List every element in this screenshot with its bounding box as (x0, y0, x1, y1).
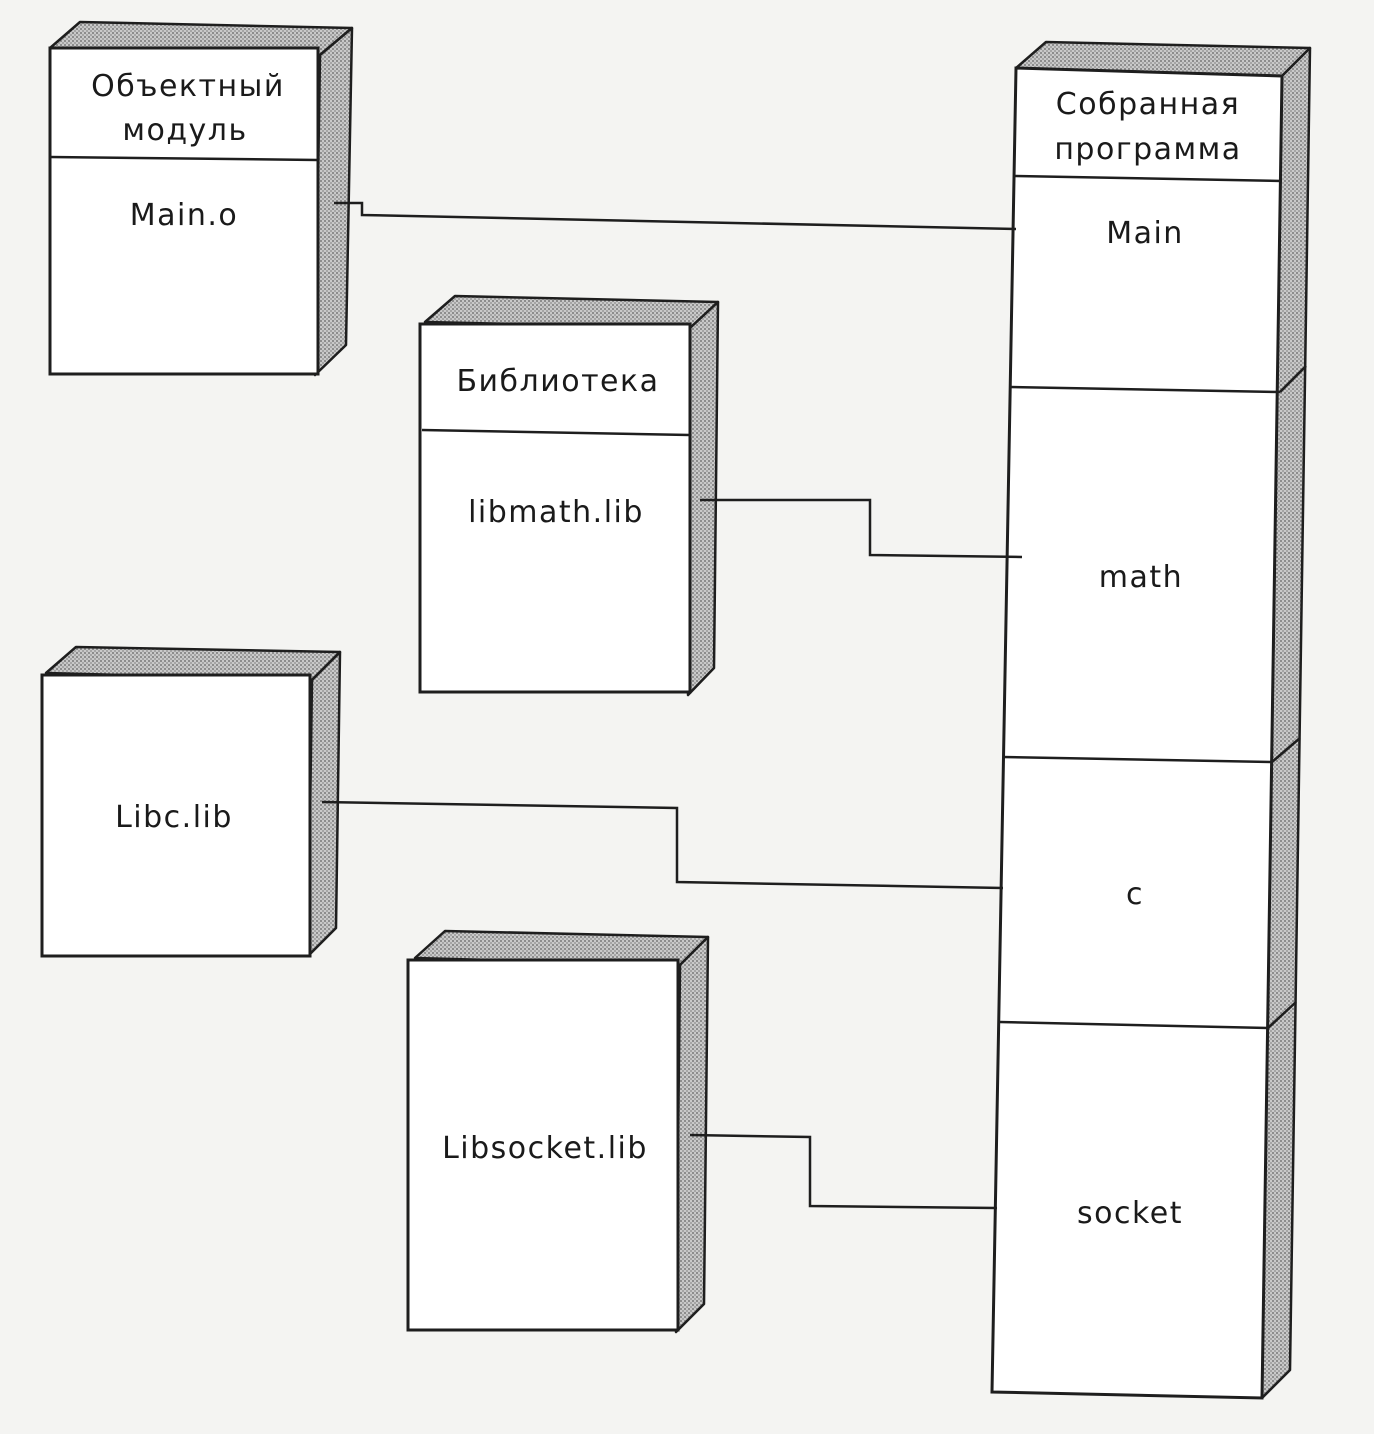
connector-libmath-to-math[interactable] (700, 498, 1023, 559)
assembled-program-stereotype-line1: Собранная (1056, 87, 1240, 122)
libsocket-node[interactable]: Libsocket.lib (406, 929, 710, 1334)
object-module-divider (49, 155, 319, 162)
assembled-program-header-divider (1014, 174, 1283, 183)
connector-main-o-to-main[interactable] (334, 201, 1017, 231)
section-c-label: c (1126, 877, 1144, 912)
section-math-label: math (1099, 560, 1183, 595)
object-module-node-side (313, 26, 354, 377)
library-stereotype: Библиотека (456, 364, 659, 399)
object-module-stereotype-line2: модуль (122, 113, 247, 148)
connector-libc-to-c[interactable] (321, 800, 1004, 890)
library-node-side (686, 300, 720, 697)
library-node-face (418, 322, 692, 694)
assembled-program-section-seam-1 (1279, 365, 1307, 393)
assembled-program-stereotype-line2: программа (1054, 132, 1241, 167)
library-node[interactable]: Библиотека libmath.lib (418, 294, 720, 697)
assembled-program-section-seam-3 (1267, 1001, 1297, 1029)
libc-node[interactable]: Libc.lib (40, 645, 342, 958)
libc-name: Libc.lib (115, 800, 233, 835)
assembled-program-node-face (990, 66, 1284, 1400)
assembled-program-divider-c-socket (999, 1020, 1269, 1030)
object-module-stereotype-line1: Объектный (91, 69, 285, 104)
library-name: libmath.lib (468, 495, 644, 530)
assembled-program-divider-math-c (1002, 755, 1273, 764)
libc-node-side (306, 650, 342, 958)
libsocket-node-face (406, 958, 680, 1332)
object-module-name: Main.o (130, 198, 239, 233)
assembled-program-divider-main-math (1009, 385, 1281, 394)
connector-libsocket-to-socket[interactable] (689, 1133, 998, 1210)
assembled-program-node[interactable]: Собранная программа Main math c socket (990, 40, 1312, 1400)
library-divider (421, 428, 691, 437)
section-main-label: Main (1106, 216, 1184, 251)
libc-node-face (40, 673, 312, 958)
object-module-node[interactable]: Объектный модуль Main.o (48, 20, 354, 377)
assembled-program-section-seam-2 (1271, 737, 1301, 763)
section-socket-label: socket (1077, 1196, 1183, 1231)
libsocket-name: Libsocket.lib (442, 1131, 648, 1166)
object-module-node-face (48, 46, 320, 376)
